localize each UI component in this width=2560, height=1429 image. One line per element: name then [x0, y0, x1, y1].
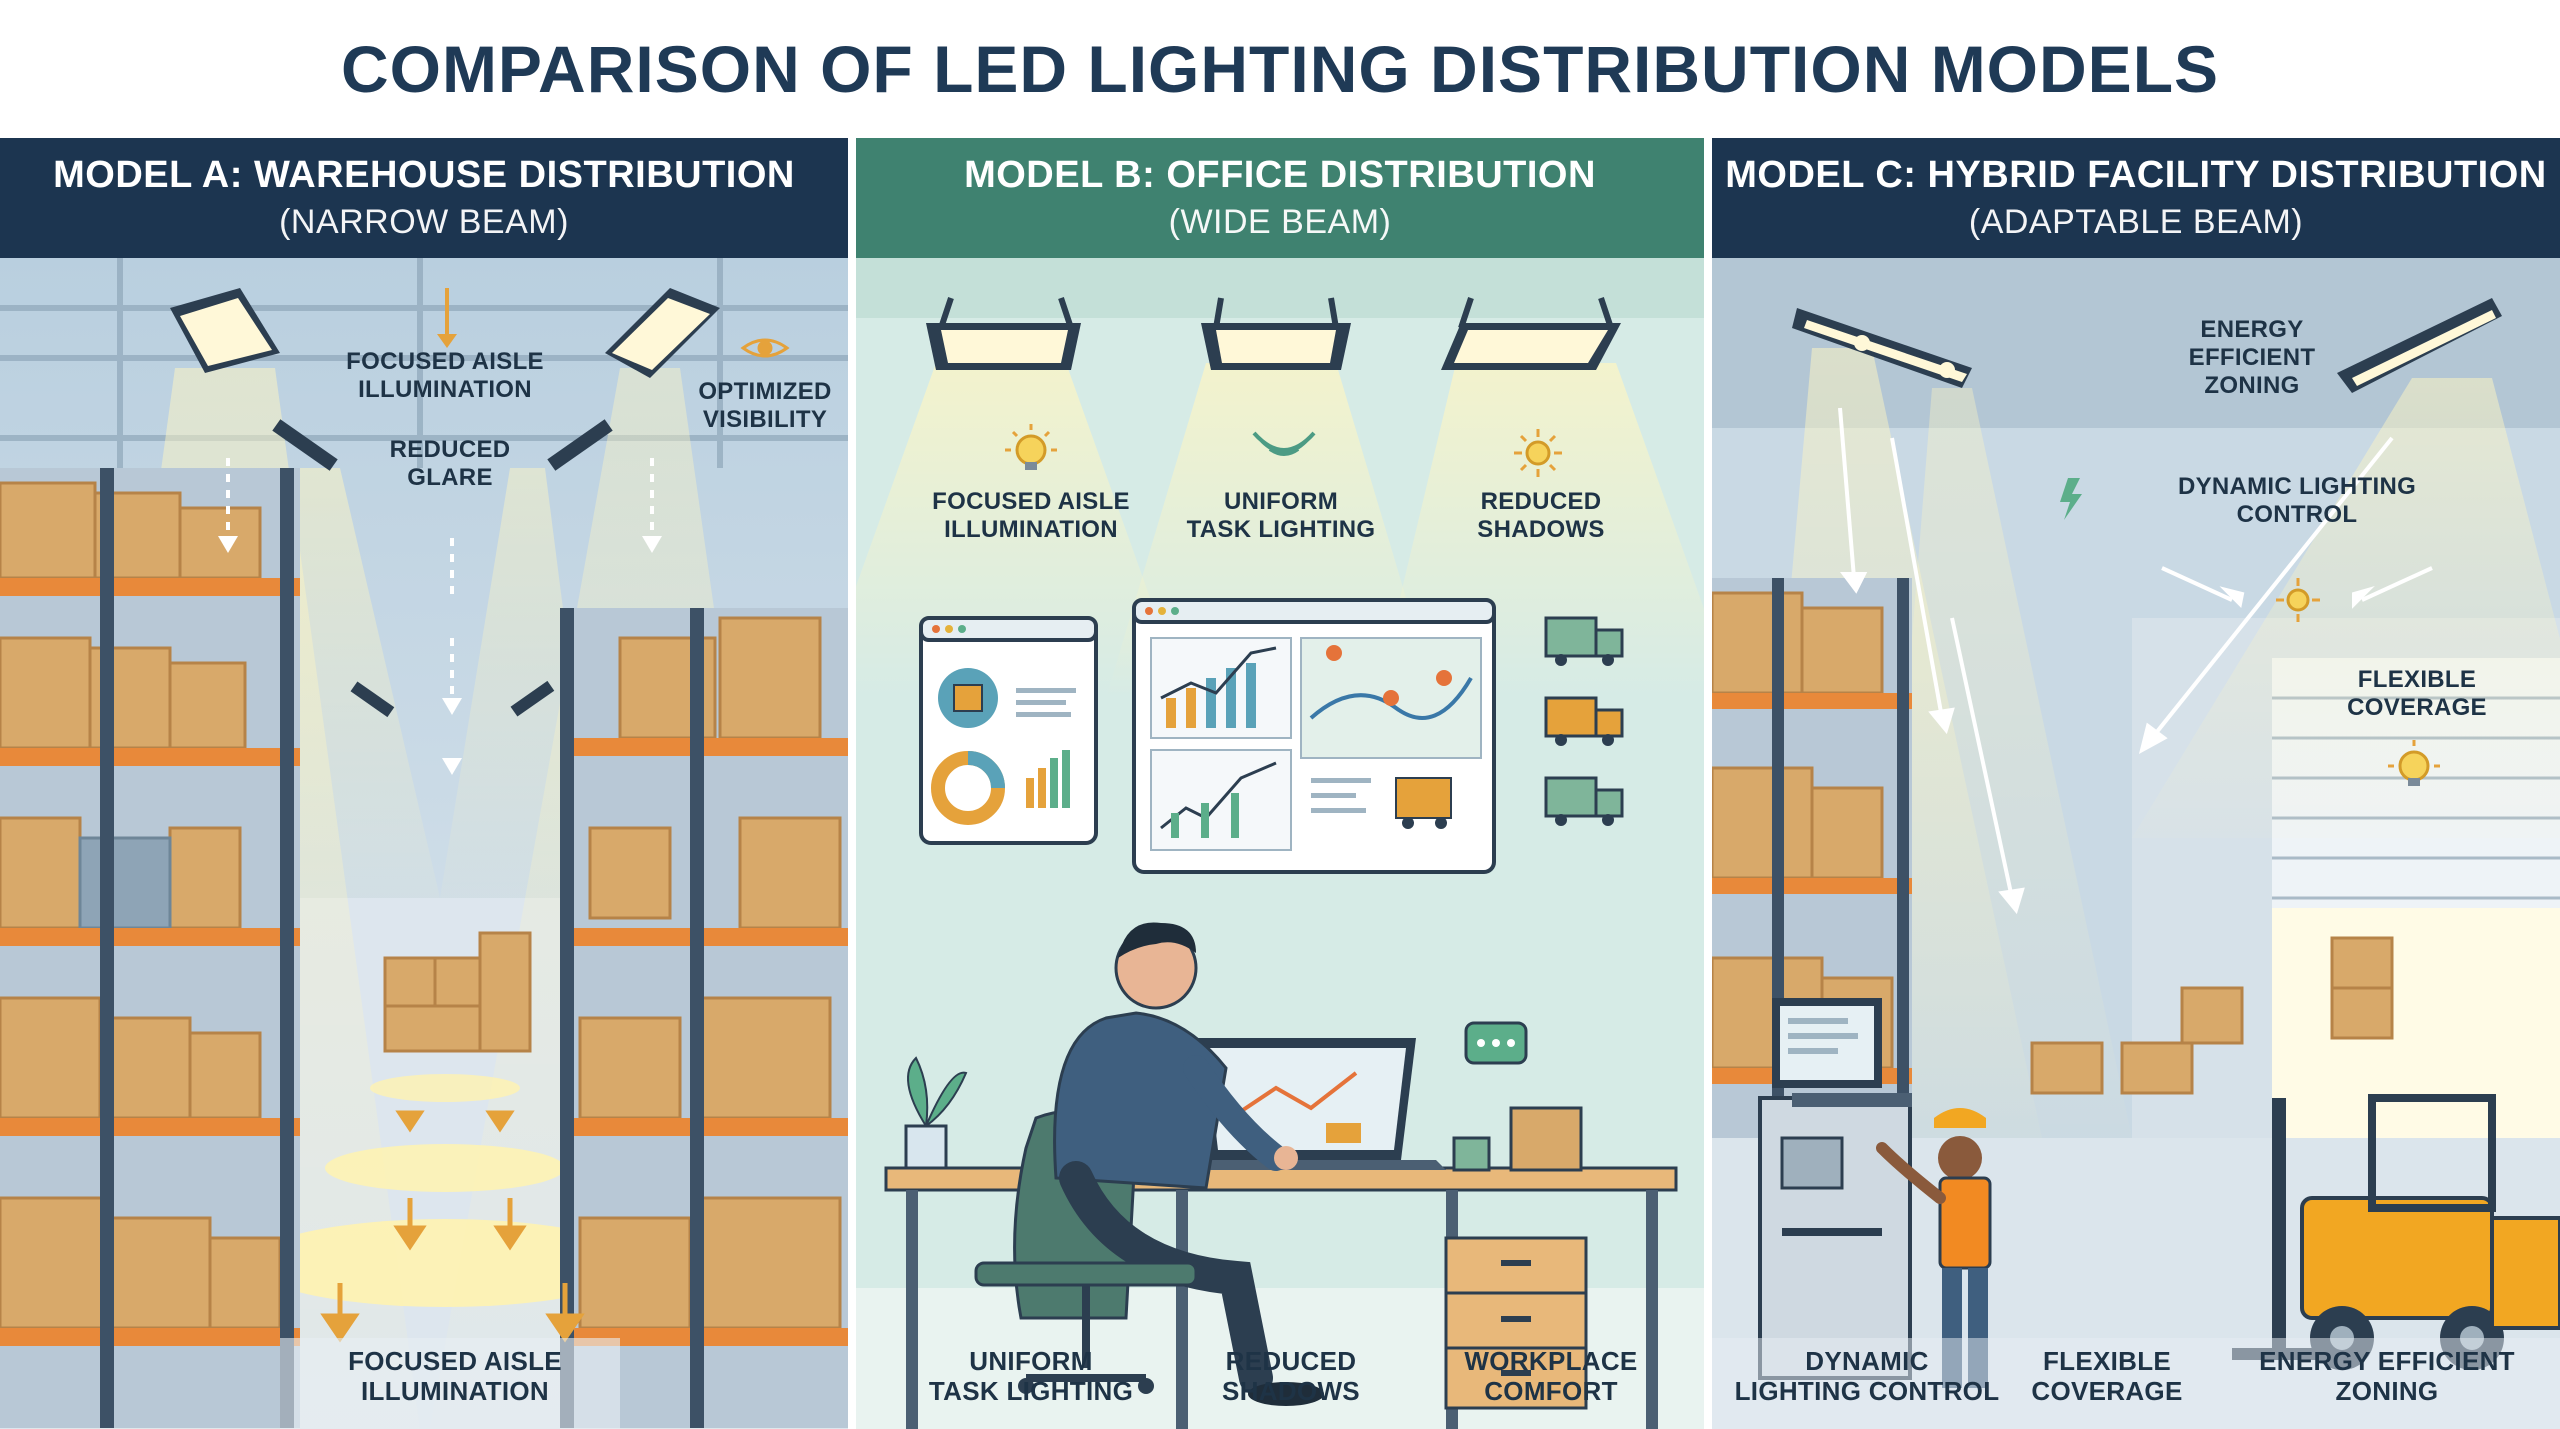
wave-icon — [1252, 431, 1316, 456]
model-c-subheading: (ADAPTABLE BEAM) — [1968, 203, 2304, 241]
panel-model-c: MODEL C: HYBRID FACILITY DISTRIBUTION (A… — [1712, 138, 2560, 1429]
eye-icon — [740, 338, 790, 358]
model-c-heading: MODEL C: HYBRID FACILITY DISTRIBUTION — [1725, 154, 2547, 196]
model-b-heading: MODEL B: OFFICE DISTRIBUTION — [964, 154, 1596, 196]
page-title: COMPARISON OF LED LIGHTING DISTRIBUTION … — [340, 32, 2220, 106]
office-scene-illustration — [856, 258, 1704, 1429]
sun-icon — [1514, 429, 1562, 477]
panel-model-a: MODEL A: WAREHOUSE DISTRIBUTION (NARROW … — [0, 138, 848, 1429]
sun-icon — [2276, 578, 2320, 622]
lightbulb-icon — [1005, 424, 1057, 470]
panel-model-b: MODEL B: OFFICE DISTRIBUTION (WIDE BEAM)… — [856, 138, 1704, 1429]
delivery-truck-icon — [1544, 616, 1624, 826]
lightbulb-icon — [2388, 740, 2440, 786]
model-b-subheading: (WIDE BEAM) — [1168, 203, 1392, 241]
lightning-bolt-icon — [2060, 478, 2082, 520]
model-a-header: MODEL A: WAREHOUSE DISTRIBUTION (NARROW … — [0, 138, 848, 258]
warehouse-scene-illustration — [0, 258, 848, 1429]
model-c-header: MODEL C: HYBRID FACILITY DISTRIBUTION (A… — [1712, 138, 2560, 258]
model-a-heading: MODEL A: WAREHOUSE DISTRIBUTION — [53, 154, 795, 196]
down-arrow-icon — [437, 288, 457, 348]
model-b-header: MODEL B: OFFICE DISTRIBUTION (WIDE BEAM) — [856, 138, 1704, 258]
hybrid-facility-scene-illustration — [1712, 258, 2560, 1429]
model-a-subheading: (NARROW BEAM) — [279, 203, 569, 241]
